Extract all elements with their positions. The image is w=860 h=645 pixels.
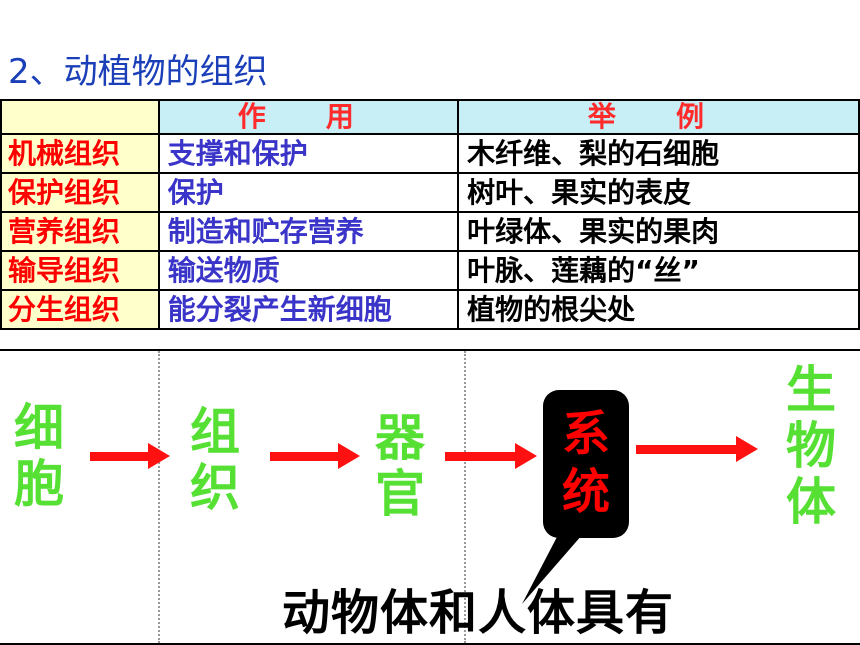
tissue-label: 组 织 [190, 403, 240, 517]
page-title: 2、动植物的组织 [8, 52, 268, 92]
note-text: 动物体和人体具有 [282, 585, 675, 641]
tissue-function: 保护 [157, 172, 460, 213]
system-char-1: 系 [561, 406, 610, 462]
organ-label: 器 官 [375, 409, 425, 523]
callout-pointer [522, 535, 582, 604]
arrow-system-to-organism [636, 436, 758, 462]
system-box: 系 统 [543, 390, 629, 538]
tissue-name: 机械组织 [0, 133, 160, 174]
tissue-example: 树叶、果实的表皮 [457, 172, 860, 213]
arrow-tissue-to-organ [270, 443, 360, 469]
organism-label: 生 物 体 [786, 361, 836, 531]
tissue-example: 木纤维、梨的石细胞 [457, 133, 860, 174]
tissue-name: 营养组织 [0, 211, 160, 252]
tissue-function: 能分裂产生新细胞 [157, 289, 460, 330]
arrow-cell-to-tissue [90, 443, 170, 469]
header-cell-empty [0, 99, 160, 135]
faint-column-line [158, 351, 160, 643]
faint-column-line [464, 351, 466, 643]
table-row: 机械组织 支撑和保护 木纤维、梨的石细胞 [0, 133, 860, 174]
table-row: 保护组织 保护 树叶、果实的表皮 [0, 172, 860, 213]
tissue-name: 输导组织 [0, 250, 160, 291]
tissue-function: 输送物质 [157, 250, 460, 291]
tissue-example: 叶绿体、果实的果肉 [457, 211, 860, 252]
table-row: 营养组织 制造和贮存营养 叶绿体、果实的果肉 [0, 211, 860, 252]
bottom-border [0, 643, 860, 645]
system-char-2: 统 [561, 464, 610, 520]
table-header-row: 作 用 举 例 [0, 99, 860, 135]
cell-label: 细 胞 [14, 399, 64, 513]
table-row: 输导组织 输送物质 叶脉、莲藕的“丝” [0, 250, 860, 291]
table-row: 分生组织 能分裂产生新细胞 植物的根尖处 [0, 289, 860, 330]
header-cell-example: 举 例 [457, 99, 860, 135]
tissue-function: 制造和贮存营养 [157, 211, 460, 252]
arrow-organ-to-system [445, 443, 537, 469]
tissue-example: 叶脉、莲藕的“丝” [457, 250, 860, 291]
divider-line [0, 349, 860, 351]
header-cell-function: 作 用 [157, 99, 460, 135]
tissue-name: 分生组织 [0, 289, 160, 330]
tissue-example: 植物的根尖处 [457, 289, 860, 330]
tissue-name: 保护组织 [0, 172, 160, 213]
tissue-function: 支撑和保护 [157, 133, 460, 174]
tissue-table: 作 用 举 例 机械组织 支撑和保护 木纤维、梨的石细胞 保护组织 保护 树叶、… [0, 99, 860, 330]
